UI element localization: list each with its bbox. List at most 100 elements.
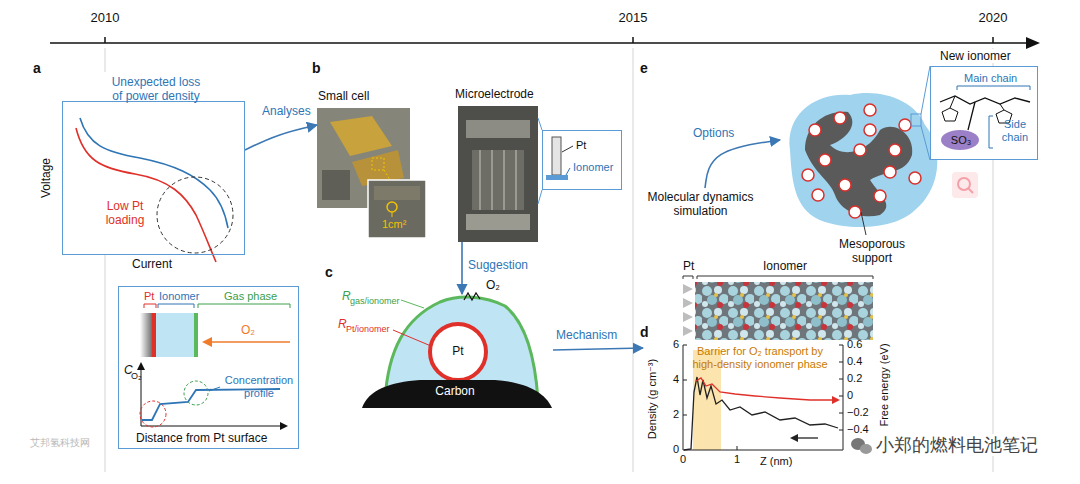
- catalyst-schematic: [362, 380, 552, 408]
- mesoporous-particle: [864, 104, 876, 116]
- mesoporous-particle: [921, 66, 930, 114]
- mesoporous-particle: [809, 124, 821, 136]
- ionomer-box: New ionomerMain chainSO₃Side chain: [930, 66, 1038, 160]
- mesoporous-particle: [839, 179, 851, 191]
- text-block: Molecular dynamics simulation: [638, 188, 764, 221]
- mesoporous-particle: [921, 126, 930, 160]
- microelectrode-photo: [480, 150, 481, 210]
- tick-label: −0.4: [847, 423, 869, 436]
- region-label: Ionomer: [763, 259, 807, 273]
- resistance-symbol: R: [342, 289, 351, 303]
- profile-plot: [683, 450, 843, 451]
- layer-schematic: [141, 426, 282, 427]
- subscript: gas/ionomer: [350, 296, 400, 307]
- microelectrode-photo: [538, 190, 542, 204]
- ionomer-structure: [968, 102, 975, 130]
- wechat-icon: [860, 444, 872, 454]
- layer-label: Ionomer: [159, 290, 199, 303]
- microelectrode-photo: [542, 130, 622, 190]
- polarization-plot: [62, 101, 245, 262]
- photo-heading: Microelectrode: [455, 87, 534, 101]
- timeline: [1026, 37, 1040, 49]
- timeline: [50, 37, 1040, 49]
- microelectrode-photo: [504, 150, 505, 210]
- axis-label: Current: [132, 257, 172, 271]
- edge-label: Suggestion: [468, 258, 528, 272]
- photo-heading: Small cell: [318, 89, 369, 103]
- part-label: Pt: [576, 139, 586, 152]
- tick-label: −0.2: [847, 406, 869, 419]
- photo-inset: PtIonomer: [542, 130, 622, 190]
- magnifier-icon: [952, 172, 978, 198]
- mesoporous-particle: [802, 104, 921, 218]
- ionomer-structure: [950, 96, 955, 108]
- method-label: Molecular dynamics simulation: [640, 190, 761, 218]
- profile-plot: [696, 378, 833, 400]
- part-label: Ionomer: [573, 161, 613, 174]
- microelectrode-photo: [546, 175, 568, 180]
- microelectrode-photo: [480, 150, 516, 210]
- wechat-icon: [851, 438, 872, 454]
- timeline: [50, 42, 1028, 44]
- flow-arrow: [553, 348, 643, 350]
- microelectrode-photo: [458, 106, 538, 242]
- small-cell-photo: [317, 108, 426, 238]
- timeline: [992, 37, 994, 43]
- layer-schematic: [194, 313, 198, 357]
- mesoporous-particle: [849, 206, 861, 218]
- tick-label: 0.6: [847, 338, 862, 351]
- magnifier-icon: [952, 172, 978, 198]
- layer-schematic: [280, 422, 288, 430]
- mesoporous-particle: [802, 169, 814, 181]
- profile-plot: [843, 345, 844, 450]
- catalyst-schematic: [393, 330, 431, 346]
- region-label: Pt: [683, 259, 694, 273]
- layer-schematic: [202, 337, 212, 347]
- year-guide: [105, 48, 106, 72]
- tick-label: 1: [734, 453, 740, 466]
- small-cell-photo: [374, 186, 420, 200]
- axis-label: Free energy (eV): [878, 343, 891, 426]
- part-label: Side chain: [997, 118, 1033, 144]
- watermark: 小郑的燃料电池笔记: [874, 434, 1040, 456]
- mesoporous-particle: [834, 112, 846, 124]
- mesoporous-particle: [805, 112, 912, 216]
- layer-schematic: [198, 304, 290, 308]
- mesoporous-particle: [864, 124, 876, 136]
- profile-plot: [790, 434, 798, 442]
- mesoporous-particle: [911, 114, 921, 126]
- microelectrode-photo: [516, 150, 517, 210]
- subscript: Pt/ionomer: [346, 324, 390, 335]
- profile-plot: [683, 345, 843, 450]
- ionomer-structure: [989, 116, 993, 148]
- tick-label: 0.2: [847, 372, 862, 385]
- panel-box: PtIonomerGas phaseO₂CO₂Concentration pro…: [118, 286, 299, 449]
- year-guide: [633, 48, 634, 472]
- profile-plot: [683, 345, 843, 450]
- axis-label: Z (nm): [760, 455, 792, 468]
- year-label: 2015: [619, 10, 648, 26]
- axis-label: Density (g cm⁻³): [646, 359, 659, 439]
- layer-label: Pt: [144, 290, 154, 303]
- edge-label: Options: [693, 126, 734, 140]
- tick-label: 4: [673, 373, 679, 386]
- timeline: [632, 37, 634, 43]
- layer-schematic: [158, 304, 194, 308]
- mesoporous-particle: [854, 144, 866, 156]
- ionomer-structure: [957, 86, 1030, 90]
- tick-label: 0: [673, 443, 679, 456]
- molecular-snapshot: [683, 326, 693, 336]
- simulation-image: Pt Ionomer: [683, 258, 875, 340]
- mesoporous-particle: [909, 172, 921, 184]
- tick-label: 0: [847, 389, 853, 402]
- mesoporous-particle: [899, 119, 911, 131]
- small-cell-photo: [330, 116, 392, 156]
- molecular-snapshot: [695, 282, 873, 340]
- ionomer-structure: [930, 66, 1038, 160]
- panel-heading: Unexpected loss of power density: [107, 75, 205, 103]
- subscript: O₂: [131, 371, 142, 382]
- microelectrode-photo: [552, 137, 561, 175]
